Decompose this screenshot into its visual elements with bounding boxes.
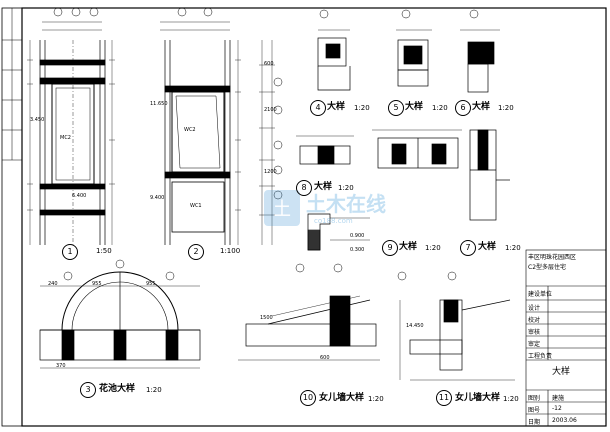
svg-text:土: 土 [273, 199, 291, 220]
detail-4-bubble: 4 [310, 100, 326, 116]
detail-7-title: 大样 [478, 242, 497, 252]
dimension-ladder [259, 40, 275, 245]
detail-8-title: 大样 [314, 182, 333, 192]
tb-row-label: 日期 [528, 419, 541, 426]
detail-9-title: 大样 [399, 242, 418, 252]
dimension-label: 240 [48, 281, 58, 287]
detail-11-scale: 1:20 [503, 395, 519, 403]
detail-8-drawing [296, 135, 354, 165]
detail-10-drawing [238, 295, 380, 361]
tb-row-label: 图别 [528, 395, 541, 402]
detail-3-bubble: 3 [80, 382, 96, 398]
drawing-category: 建施 [552, 395, 565, 402]
detail-6-bubble: 6 [455, 100, 471, 116]
detail-mid-section [372, 129, 462, 169]
detail-10-bubble: 10 [300, 390, 316, 406]
dimension-label: 955 [92, 281, 102, 287]
elevation-label: 3.450 [30, 117, 45, 123]
dimension-label: 1200 [264, 169, 277, 175]
tb-row-label: 建设单位 [528, 291, 553, 298]
detail-4-scale: 1:20 [354, 104, 370, 112]
detail-9-scale: 1:20 [425, 244, 441, 252]
elevation-label: 0.900 [350, 233, 365, 239]
dimension-label: 2100 [264, 107, 277, 113]
dimension-label: 600 [320, 355, 330, 361]
detail-1-drawing [27, 21, 115, 245]
detail-11-drawing [399, 299, 515, 381]
detail-11-title: 女儿墙大样 [455, 393, 501, 403]
dimension-label: 370 [56, 363, 66, 369]
tb-row-label: 工程负责 [528, 353, 553, 360]
grid-axis-bubbles [53, 7, 479, 281]
tb-row-label: 校对 [528, 317, 541, 324]
tb-row-label: 图号 [528, 407, 541, 414]
watermark-text: 土木在线 [306, 192, 386, 216]
detail-6-scale: 1:20 [498, 104, 514, 112]
detail-5-bubble: 5 [388, 100, 404, 116]
elevation-label: 0.300 [350, 247, 365, 253]
tb-row-label: 审定 [528, 341, 541, 348]
watermark-sub: co188.com [314, 217, 353, 225]
dimension-label: 600 [264, 61, 274, 67]
detail-6-drawing [460, 29, 500, 93]
binding-strip-cells [2, 8, 22, 161]
detail-9-drawing [307, 213, 370, 251]
dimension-label: 955 [146, 281, 156, 287]
elevation-label: 14.450 [406, 323, 424, 329]
detail-4-title: 大样 [327, 102, 346, 112]
detail-10-title: 女儿墙大样 [319, 393, 365, 403]
detail-4-drawing [317, 29, 351, 91]
detail-7-bubble: 7 [460, 240, 476, 256]
detail-2-scale: 1:100 [220, 247, 241, 255]
title-block [525, 249, 607, 427]
window-label: WC2 [184, 127, 196, 133]
watermark-logo: 土 [264, 190, 300, 226]
tb-row-label: 审核 [528, 329, 541, 336]
detail-5-title: 大样 [405, 102, 424, 112]
detail-5-scale: 1:20 [432, 104, 448, 112]
detail-3-drawing [39, 271, 201, 369]
detail-7-scale: 1:20 [505, 244, 521, 252]
detail-2-drawing [160, 21, 241, 245]
elevation-label: 6.400 [72, 193, 87, 199]
tb-row-label: 设计 [528, 305, 541, 312]
detail-5-drawing [396, 29, 432, 87]
project-sub: C2型多层住宅 [528, 264, 567, 271]
window-label: WC1 [190, 203, 202, 209]
detail-1-bubble: 1 [62, 244, 78, 260]
detail-6-title: 大样 [472, 102, 491, 112]
detail-8-bubble: 8 [296, 180, 312, 196]
detail-9-bubble: 9 [382, 240, 398, 256]
detail-10-scale: 1:20 [368, 395, 384, 403]
sheet-date: 2003.06 [552, 417, 577, 424]
detail-1-scale: 1:50 [96, 247, 112, 255]
sheet-number: -12 [552, 405, 562, 412]
window-label: MC2 [60, 135, 71, 141]
sheet-title: 大样 [552, 367, 571, 377]
elevation-label: 11.650 [150, 101, 168, 107]
detail-7-drawing [469, 129, 510, 221]
detail-8-scale: 1:20 [338, 184, 354, 192]
detail-11-bubble: 11 [436, 390, 452, 406]
detail-3-scale: 1:20 [146, 386, 162, 394]
detail-2-bubble: 2 [188, 244, 204, 260]
detail-3-title: 花池大样 [99, 384, 136, 394]
elevation-label: 9.400 [150, 195, 165, 201]
dimension-label: 1500 [260, 315, 273, 321]
project-name: 丰区明珠花园西区 [528, 254, 577, 261]
